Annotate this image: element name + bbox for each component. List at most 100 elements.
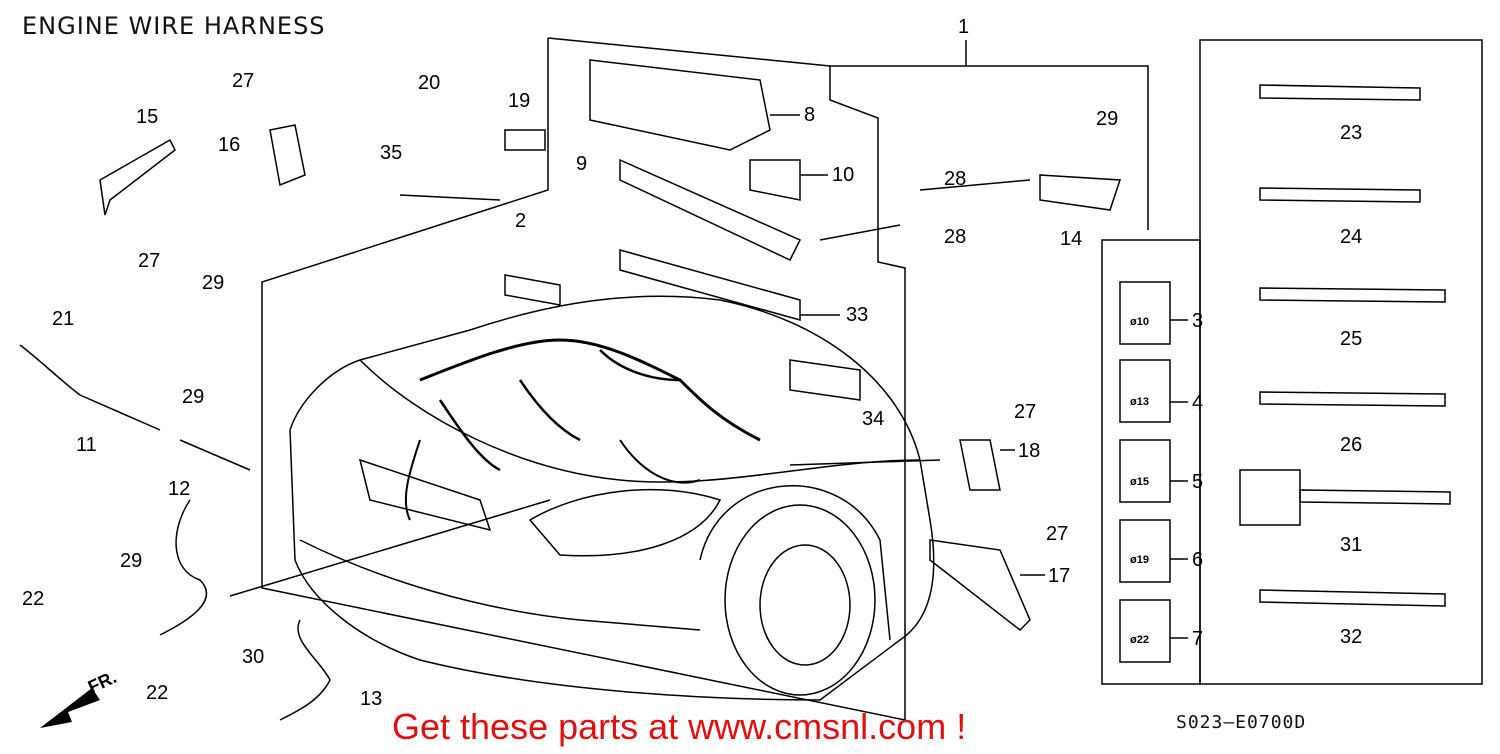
bracket-17 [929, 539, 1031, 631]
bumper [299, 539, 701, 631]
part-label-33: 33 [846, 304, 869, 326]
arrow-line-a [919, 179, 1031, 191]
harness-branch-4 [404, 439, 421, 521]
part-label-29a: 29 [1096, 108, 1119, 130]
part-label-25: 25 [1340, 328, 1363, 350]
part-label-29c: 29 [182, 386, 205, 408]
ground-cable-13 [279, 619, 331, 721]
grommet-19 [504, 129, 546, 151]
headlight [528, 488, 722, 557]
part-label-6: 6 [1192, 549, 1204, 571]
part-label-2: 2 [515, 210, 527, 232]
connector-7 [1119, 599, 1171, 663]
part-label-10: 10 [832, 164, 855, 186]
harness-branch-1 [438, 399, 501, 472]
part-label-22b: 22 [146, 682, 169, 704]
bracket-18 [959, 439, 1001, 491]
harness-frame [261, 38, 1149, 721]
diameter-3: ø10 [1130, 316, 1149, 328]
part-label-14: 14 [1060, 228, 1083, 250]
clip-26 [1259, 391, 1446, 407]
clip-31 [1239, 469, 1301, 526]
harness-branch-2 [518, 379, 581, 442]
part-label-13: 13 [360, 688, 383, 710]
clip-25 [1259, 287, 1446, 303]
bracket-10 [749, 159, 801, 201]
part-label-28b: 28 [944, 226, 967, 248]
bracket-14 [1039, 174, 1122, 211]
part-label-27b: 27 [138, 250, 161, 272]
connector-6 [1119, 519, 1171, 583]
harness-branch-3 [599, 349, 681, 382]
clip-24 [1259, 187, 1421, 203]
part-label-26: 26 [1340, 434, 1363, 456]
ground-cable-12 [159, 499, 208, 636]
harness-frame-right [547, 37, 831, 67]
part-label-29d: 29 [120, 550, 143, 572]
cover-33 [619, 249, 801, 321]
part-label-12: 12 [168, 478, 191, 500]
connector-4 [1119, 359, 1171, 423]
part-label-23: 23 [1340, 122, 1363, 144]
part-label-4: 4 [1192, 392, 1204, 414]
relay-box-8 [589, 59, 771, 151]
part-label-22a: 22 [22, 588, 45, 610]
grommet-2 [504, 274, 561, 306]
diameter-6: ø19 [1130, 554, 1149, 566]
cover-34 [789, 359, 861, 401]
part-label-15: 15 [136, 106, 159, 128]
bracket-16 [269, 124, 306, 187]
part-label-11: 11 [76, 434, 97, 456]
diameter-4: ø13 [1130, 396, 1149, 408]
arrow-line-c [789, 459, 941, 466]
connector-5 [1119, 439, 1171, 503]
part-label-9: 9 [576, 153, 588, 175]
front-wheel-inner [759, 544, 851, 666]
bracket-15 [99, 138, 176, 216]
part-label-3: 3 [1192, 310, 1204, 332]
diagram-code: S023–E0700D [1176, 712, 1307, 733]
diameter-7: ø22 [1130, 634, 1149, 646]
wheel-arch [699, 485, 891, 641]
part-label-7: 7 [1192, 628, 1204, 650]
part-label-21: 21 [52, 308, 75, 330]
arrow-line-e [179, 439, 251, 471]
front-wheel [724, 504, 876, 696]
part-label-32: 32 [1340, 626, 1363, 648]
clip-23 [1259, 84, 1421, 101]
parts-store-link[interactable]: Get these parts at www.cmsnl.com ! [392, 706, 967, 747]
part-label-27c: 27 [1014, 401, 1037, 423]
part-label-35: 35 [380, 142, 403, 164]
diameter-5: ø15 [1130, 476, 1149, 488]
harness-branch-5 [619, 439, 701, 484]
clip-31-band [1299, 489, 1451, 505]
ground-cable-11 [19, 344, 161, 431]
part-label-31: 31 [1340, 534, 1363, 556]
part-label-16: 16 [218, 134, 241, 156]
clip-32 [1259, 589, 1446, 607]
grille [358, 458, 492, 532]
part-label-20: 20 [418, 72, 441, 94]
arrow-line-f [399, 194, 501, 201]
part-label-8: 8 [804, 104, 816, 126]
part-label-24: 24 [1340, 226, 1363, 248]
arrow-line-b [819, 224, 901, 241]
connector-panel-frame [1101, 239, 1201, 685]
part-label-27a: 27 [232, 70, 255, 92]
relay-box-bracket-9 [619, 158, 802, 261]
connector-3 [1119, 281, 1171, 345]
front-direction-arrow [40, 688, 100, 728]
part-label-5: 5 [1192, 471, 1204, 493]
part-label-1: 1 [958, 16, 970, 38]
arrow-line-d [229, 499, 551, 597]
car-hood-line [359, 359, 921, 483]
part-label-28a: 28 [944, 168, 967, 190]
car-body [289, 295, 935, 701]
part-label-30: 30 [242, 646, 265, 668]
page-title: ENGINE WIRE HARNESS [22, 12, 326, 40]
part-label-27d: 27 [1046, 523, 1069, 545]
part-label-19: 19 [508, 90, 531, 112]
part-label-34: 34 [862, 408, 885, 430]
part-label-29b: 29 [202, 272, 225, 294]
